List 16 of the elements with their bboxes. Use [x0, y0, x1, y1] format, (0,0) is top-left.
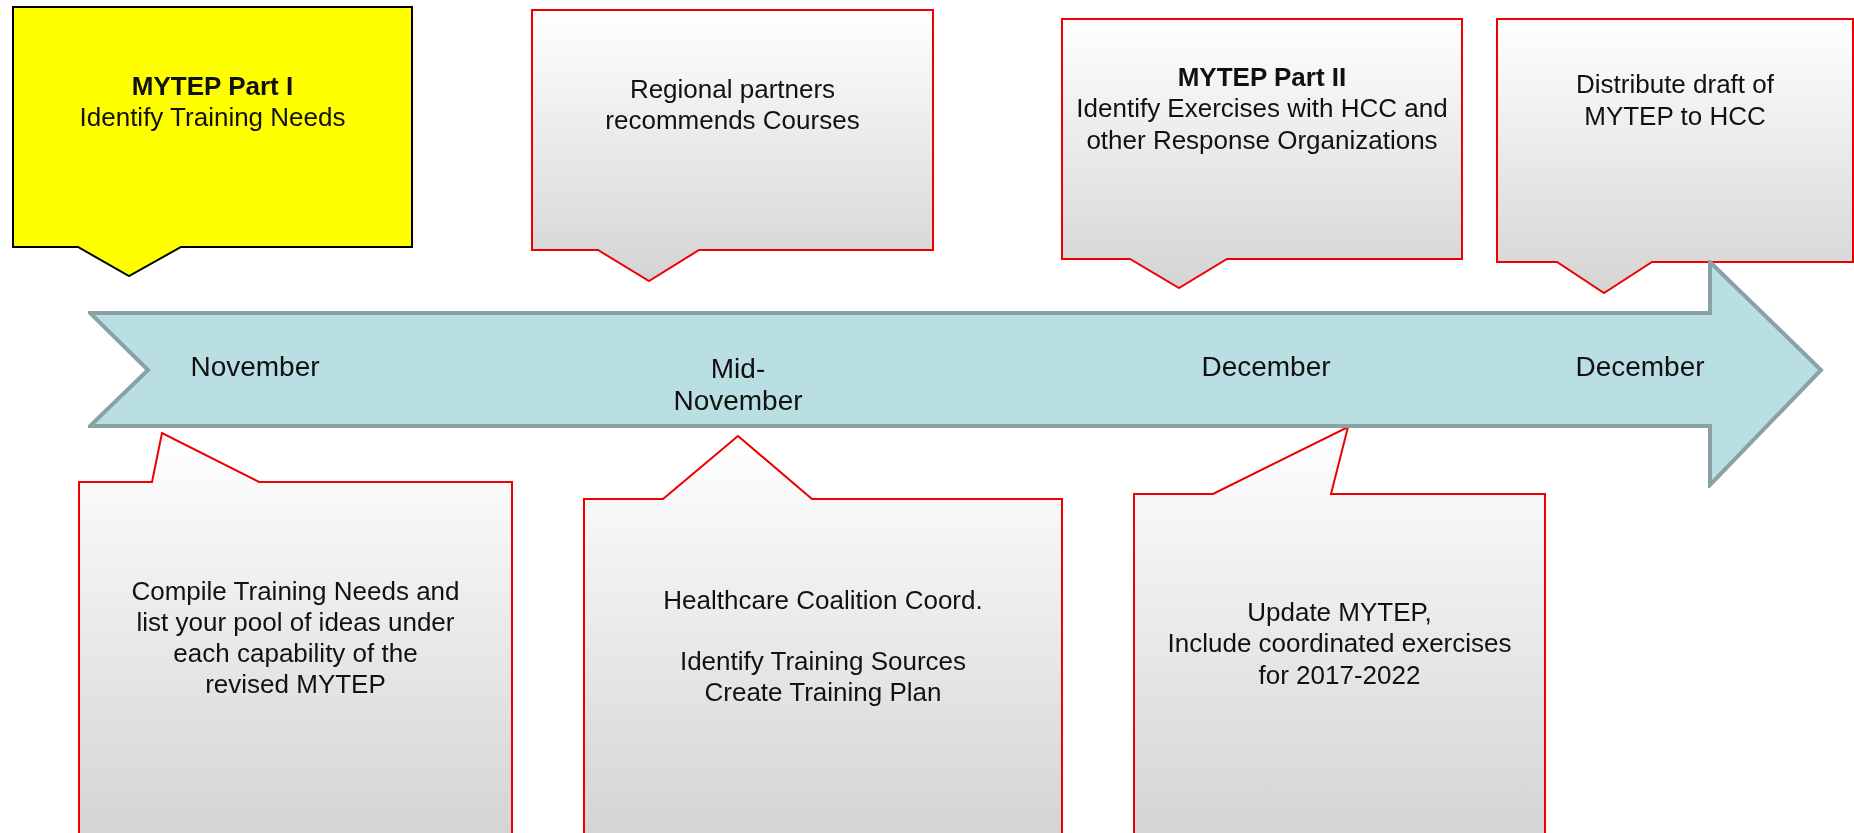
callout-text: Identify Exercises with HCC and other Response Organizations: [1075, 93, 1449, 156]
callout-heading: MYTEP Part II: [1177, 62, 1347, 94]
callout-text: Healthcare Coalition Coord.: [663, 584, 983, 616]
callout-text: Distribute draft of MYTEP to HCC: [1575, 69, 1775, 132]
callout-text: Create Training Plan: [704, 677, 942, 709]
timeline-label: December: [1201, 351, 1331, 383]
timeline-label: December: [1575, 351, 1705, 383]
timeline-label: November: [190, 351, 320, 383]
callout-text: Update MYTEP,: [1247, 597, 1432, 629]
callout-heading: MYTEP Part I: [131, 70, 294, 102]
timeline-label: Mid-November: [672, 352, 804, 417]
callout-text: Include coordinated exercises for 2017-2022: [1166, 628, 1513, 691]
callout-text: Compile Training Needs and list your pool of ideas under each capability of the revised MYTEP: [130, 575, 461, 701]
callout-text: Identify Training Needs: [79, 102, 346, 134]
callout-text: Regional partners recommends Courses: [604, 73, 861, 137]
callout-text: Identify Training Sources: [679, 645, 967, 678]
